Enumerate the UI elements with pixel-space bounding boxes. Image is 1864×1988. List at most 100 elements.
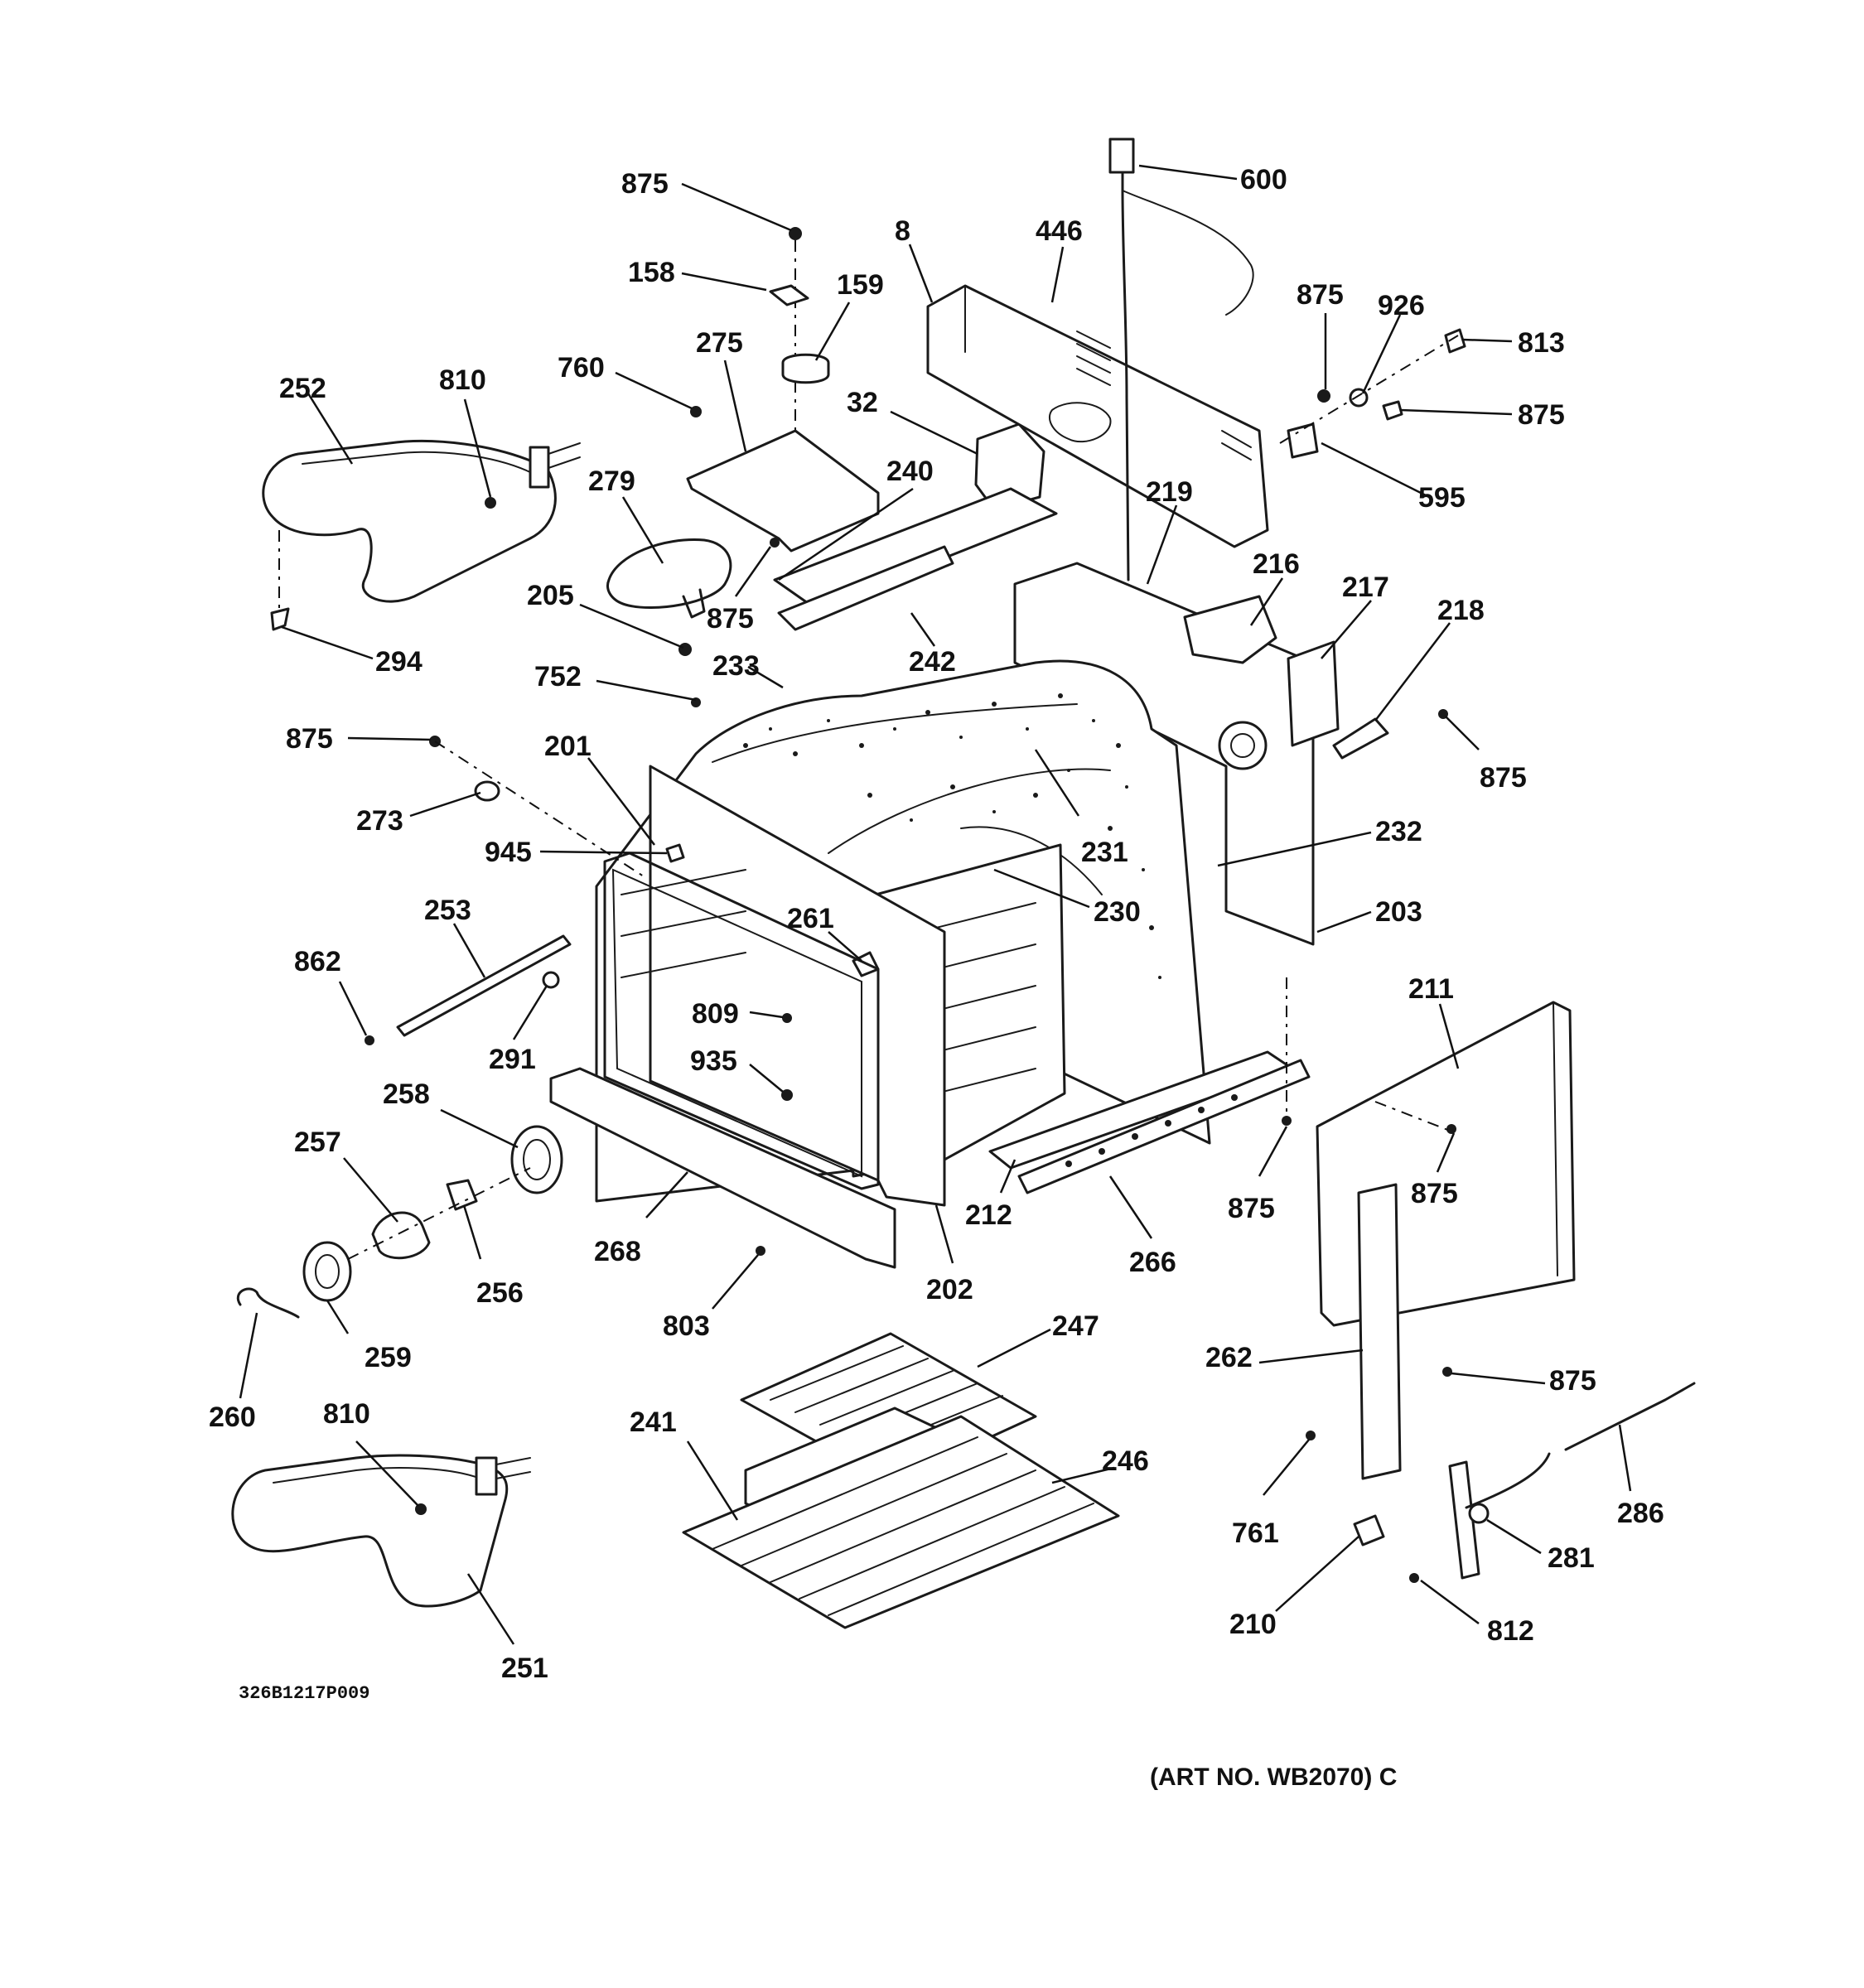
label-216: 216 (1253, 548, 1300, 580)
screw-875-211 (1446, 1124, 1456, 1134)
leader-lines (239, 164, 1632, 1645)
rack-wires (712, 1436, 1094, 1616)
screw-809 (782, 1013, 792, 1023)
clip-261 (852, 951, 880, 977)
duct-242 (777, 545, 954, 631)
light-housing-258 (510, 1125, 563, 1194)
label-218: 218 (1437, 595, 1485, 626)
label-247: 247 (1052, 1310, 1099, 1342)
label-286: 286 (1617, 1498, 1664, 1529)
part-159 (781, 353, 830, 384)
label-203: 203 (1375, 896, 1422, 928)
label-812: 812 (1487, 1615, 1534, 1647)
label-231: 231 (1081, 837, 1128, 868)
label-273: 273 (356, 805, 403, 837)
label-803: 803 (663, 1310, 710, 1342)
label-281: 281 (1548, 1542, 1595, 1574)
label-875: 875 (707, 603, 754, 635)
label-875: 875 (1411, 1178, 1458, 1209)
part-210 (1353, 1514, 1385, 1546)
label-240: 240 (886, 456, 934, 487)
screw-813 (1444, 328, 1466, 354)
label-752: 752 (534, 661, 582, 692)
label-875: 875 (1549, 1365, 1596, 1397)
bake-element-top (262, 440, 581, 603)
label-935: 935 (690, 1045, 737, 1077)
screw-803 (756, 1246, 765, 1256)
clip-945 (665, 843, 685, 863)
label-761: 761 (1232, 1518, 1279, 1549)
screw-875-bottom (1282, 1116, 1292, 1126)
clip-260 (237, 1287, 300, 1319)
cover-279-base (682, 588, 706, 619)
label-810: 810 (439, 364, 486, 396)
label-875: 875 (1228, 1193, 1275, 1224)
art-number: (ART NO. WB2070) C (1150, 1764, 1397, 1791)
label-294: 294 (375, 646, 423, 678)
label-258: 258 (383, 1078, 430, 1110)
front-frame-201 (649, 765, 946, 1207)
label-210: 210 (1229, 1609, 1277, 1640)
lens-259 (302, 1241, 352, 1302)
screw-875-b (1382, 400, 1403, 421)
screw-761 (1306, 1431, 1316, 1440)
label-217: 217 (1342, 572, 1389, 603)
axis-line (1374, 1101, 1451, 1132)
label-279: 279 (588, 466, 635, 497)
front-rack-guides (621, 869, 746, 978)
label-205: 205 (527, 580, 574, 611)
label-246: 246 (1102, 1445, 1149, 1477)
label-202: 202 (926, 1274, 973, 1305)
label-251: 251 (501, 1653, 548, 1684)
rail-266-holes (1065, 1094, 1238, 1167)
label-875: 875 (1518, 399, 1565, 431)
label-875: 875 (1297, 279, 1344, 311)
label-595: 595 (1418, 482, 1466, 514)
label-926: 926 (1378, 290, 1425, 321)
axis-line (347, 1167, 531, 1260)
screw-760 (690, 406, 702, 417)
insulation-233 (743, 693, 1161, 979)
label-810: 810 (323, 1398, 370, 1430)
broil-element (231, 1454, 531, 1608)
label-158: 158 (628, 257, 675, 288)
label-232: 232 (1375, 816, 1422, 847)
label-262: 262 (1205, 1342, 1253, 1373)
label-945: 945 (485, 837, 532, 868)
label-862: 862 (294, 946, 341, 977)
spring-286 (1564, 1382, 1696, 1451)
bracket-262 (1357, 1183, 1402, 1480)
vent-ring (1218, 721, 1268, 770)
screw-862 (365, 1035, 374, 1045)
label-600: 600 (1240, 164, 1287, 195)
axis-line (1279, 335, 1459, 444)
label-259: 259 (365, 1342, 412, 1373)
label-875: 875 (286, 723, 333, 755)
part-158 (769, 284, 809, 306)
label-760: 760 (558, 352, 605, 384)
label-875: 875 (1480, 762, 1527, 794)
rail-268 (549, 1067, 896, 1269)
screw-875-top (789, 227, 802, 240)
label-242: 242 (909, 646, 956, 678)
support-218 (1332, 717, 1389, 760)
bulb-257 (371, 1211, 431, 1260)
label-291: 291 (489, 1044, 536, 1075)
label-253: 253 (424, 895, 471, 926)
label-261: 261 (787, 903, 834, 934)
bracket-595 (1287, 422, 1319, 459)
label-159: 159 (837, 269, 884, 301)
oven-rack-241 (682, 1415, 1120, 1629)
wire-harness-600 (1121, 139, 1130, 581)
label-260: 260 (209, 1402, 256, 1433)
screw-875-mid (770, 538, 780, 548)
screw-875-262 (1442, 1367, 1452, 1377)
label-266: 266 (1129, 1247, 1176, 1278)
label-257: 257 (294, 1127, 341, 1158)
screw-810-top (485, 497, 496, 509)
rail-266 (1017, 1059, 1311, 1194)
support-217 (1287, 640, 1340, 747)
gasket-273 (474, 780, 500, 802)
